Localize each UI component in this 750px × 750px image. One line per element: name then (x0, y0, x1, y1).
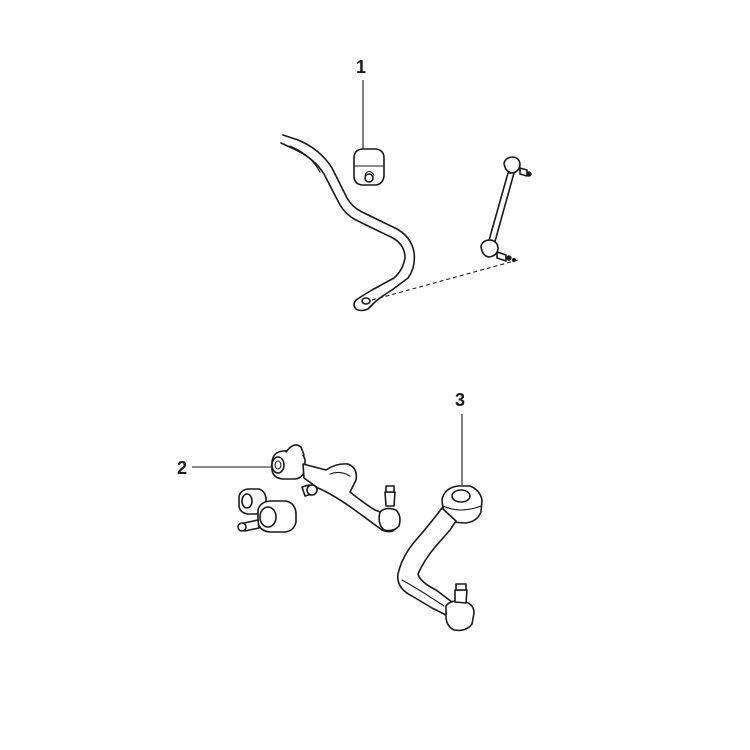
upper-control-arm-right (396, 485, 483, 632)
stabilizer-bar (280, 134, 416, 312)
stabilizer-link (480, 156, 532, 263)
callout-3: 3 (455, 390, 465, 485)
link-connection-line (371, 259, 519, 301)
upper-control-arm-left (271, 444, 401, 533)
callout-1: 1 (356, 57, 366, 153)
callout-number-2: 2 (177, 458, 187, 478)
stabilizer-bushing (353, 148, 385, 186)
callout-2: 2 (177, 458, 272, 478)
callout-number-1: 1 (356, 57, 366, 77)
rear-bushing (237, 488, 297, 533)
callout-number-3: 3 (455, 390, 465, 410)
